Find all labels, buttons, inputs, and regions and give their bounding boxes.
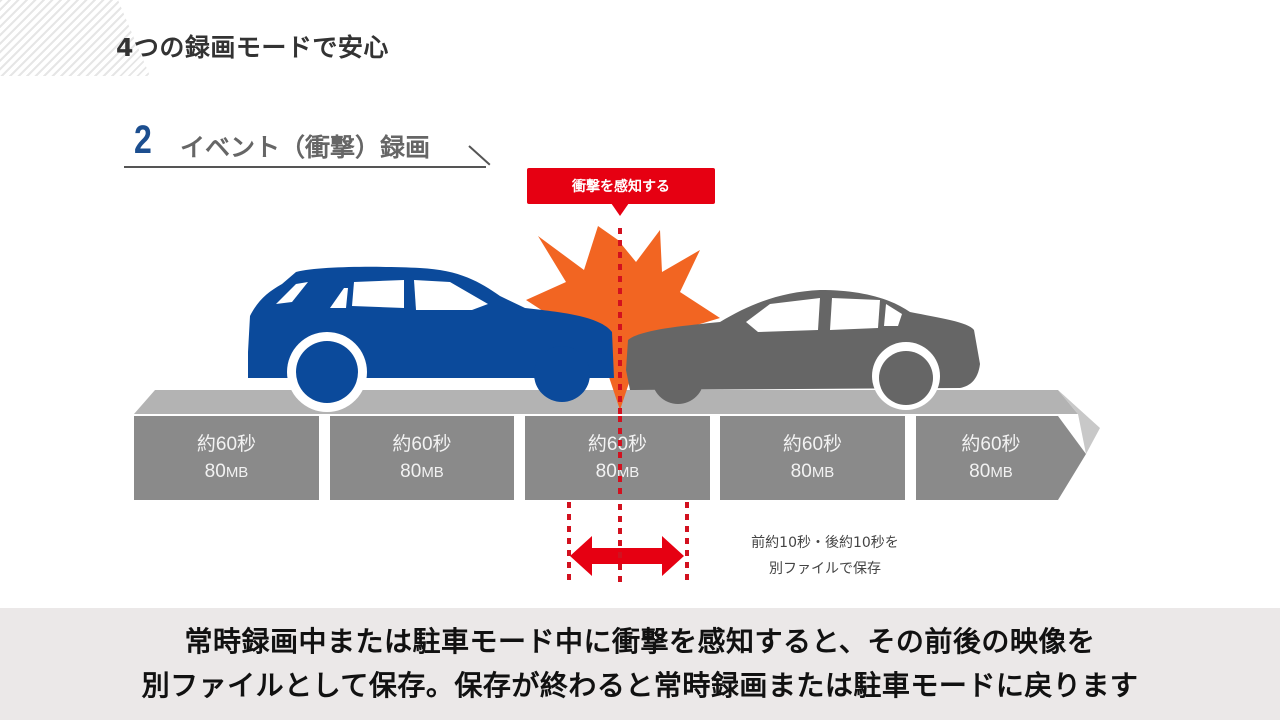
footer-line2: 別ファイルとして保存。保存が終わると常時録画または駐車モードに戻ります [141,669,1139,702]
segment-size: 80 [400,460,422,482]
segment-size: 80 [969,460,991,482]
segment-duration: 約60秒 [196,433,257,455]
segment-size: 80 [204,460,226,482]
footer-line1: 常時録画中または駐車モード中に衝撃を感知すると、その前後の映像を [184,625,1096,658]
timeline-arrow-head [916,416,1086,500]
segment-duration: 約60秒 [587,433,648,455]
impact-detected-callout: 衝撃を感知する [527,168,715,204]
timeline-segment: 約60秒 80MB [330,416,514,500]
timeline-segment: 約60秒 80MB [134,416,319,500]
section-underline [124,166,486,168]
double-arrow-icon [570,536,684,576]
segment-size: 80 [790,460,812,482]
timeline-segment-event: 約60秒 80MB [525,416,710,500]
gray-sedan-icon [626,290,980,410]
section-number: 2 [134,118,152,162]
segment-size: 80 [595,460,617,482]
event-recording-illustration [134,226,1100,584]
save-note: 前約10秒・後約10秒を 別ファイルで保存 [730,530,920,582]
footer-description: 常時録画中または駐車モード中に衝撃を感知すると、その前後の映像を 別ファイルとし… [0,620,1280,708]
segment-size-unit: MB [990,463,1013,481]
timeline-arrow-side [1058,390,1100,454]
callout-pointer [611,203,629,216]
segment-duration: 約60秒 [782,433,843,455]
timeline-top-face [134,390,1078,414]
footer-band [0,608,1280,720]
save-note-line1: 前約10秒・後約10秒を [751,535,899,551]
segment-duration: 約60秒 [961,433,1021,455]
segment-size-unit: MB [421,463,444,481]
segment-size-unit: MB [225,463,249,481]
segment-size-unit: MB [811,463,835,481]
section-title: イベント（衝撃）録画 [180,133,431,162]
blue-suv-icon [248,266,614,412]
timeline-segment-last: 約60秒 80MB [916,416,1066,500]
segment-size-unit: MB [616,463,640,481]
timeline-segment: 約60秒 80MB [720,416,905,500]
page-title: 4つの録画モードで安心 [116,33,389,62]
save-note-line2: 別ファイルで保存 [769,561,881,577]
segment-duration: 約60秒 [392,433,452,455]
